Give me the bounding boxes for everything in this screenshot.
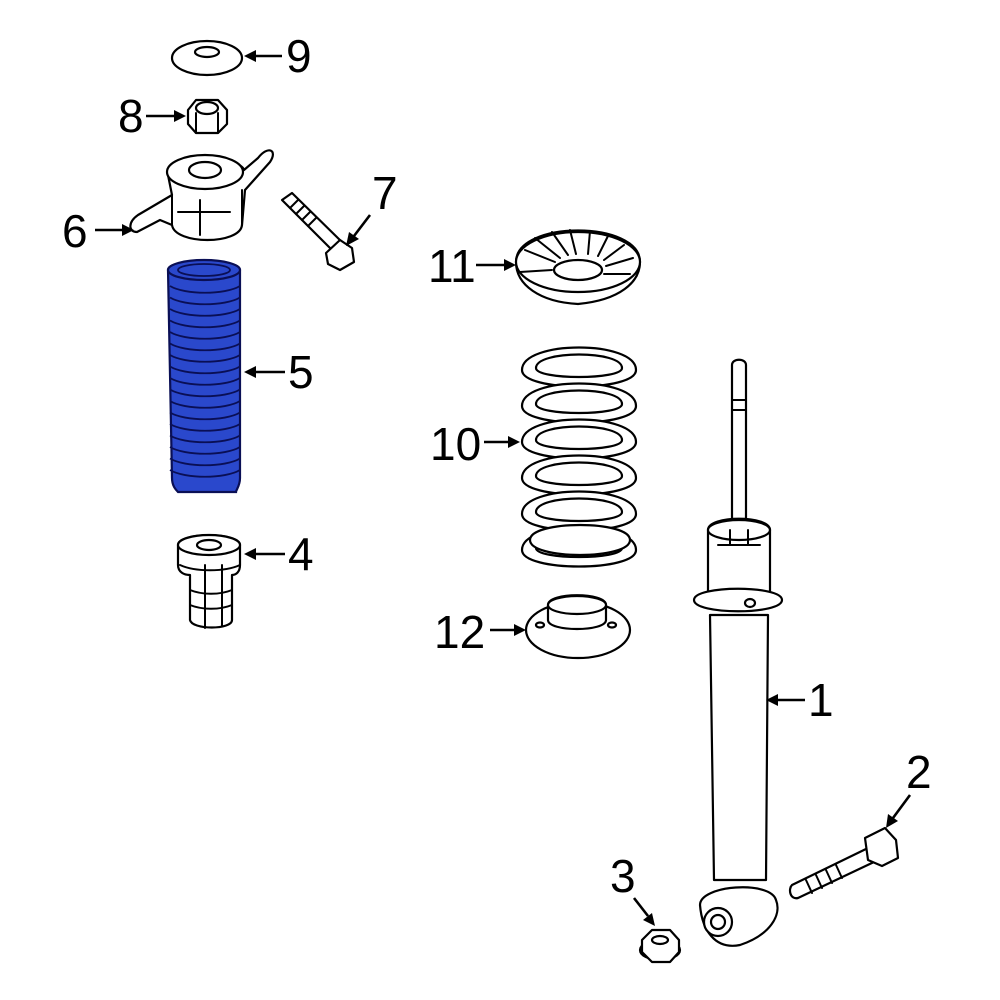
callout-labels: 9 8 6 7 5 4 11 10 12 1 2 3 bbox=[62, 30, 932, 902]
part-2-lower-bolt[interactable] bbox=[788, 826, 900, 900]
callout-arrows bbox=[95, 50, 912, 926]
part-10-coil-spring[interactable] bbox=[520, 346, 638, 568]
part-8-nut[interactable] bbox=[186, 98, 229, 135]
part-11-upper-spring-seat[interactable] bbox=[514, 229, 642, 306]
callout-1: 1 bbox=[808, 674, 834, 726]
callout-4: 4 bbox=[288, 528, 314, 580]
part-3-flange-nut[interactable] bbox=[638, 928, 682, 964]
part-4-bump-stop[interactable] bbox=[176, 533, 242, 629]
callout-12: 12 bbox=[434, 606, 485, 658]
callout-7: 7 bbox=[372, 167, 398, 219]
callout-3: 3 bbox=[610, 850, 636, 902]
callout-2: 2 bbox=[906, 746, 932, 798]
part-5-dust-boot[interactable] bbox=[166, 258, 242, 494]
part-6-upper-mount[interactable] bbox=[129, 149, 274, 241]
callout-5: 5 bbox=[288, 346, 314, 398]
part-7-bolt[interactable] bbox=[280, 191, 356, 272]
dust-boot-ribs bbox=[169, 285, 241, 478]
callout-6: 6 bbox=[62, 205, 88, 257]
callout-9: 9 bbox=[286, 30, 312, 82]
part-1-shock-absorber[interactable] bbox=[692, 358, 784, 947]
callout-10: 10 bbox=[430, 418, 481, 470]
callout-11: 11 bbox=[428, 240, 476, 292]
part-12-lower-spring-seat[interactable] bbox=[524, 594, 632, 660]
part-9-washer[interactable] bbox=[170, 39, 244, 77]
callout-8: 8 bbox=[118, 90, 144, 142]
